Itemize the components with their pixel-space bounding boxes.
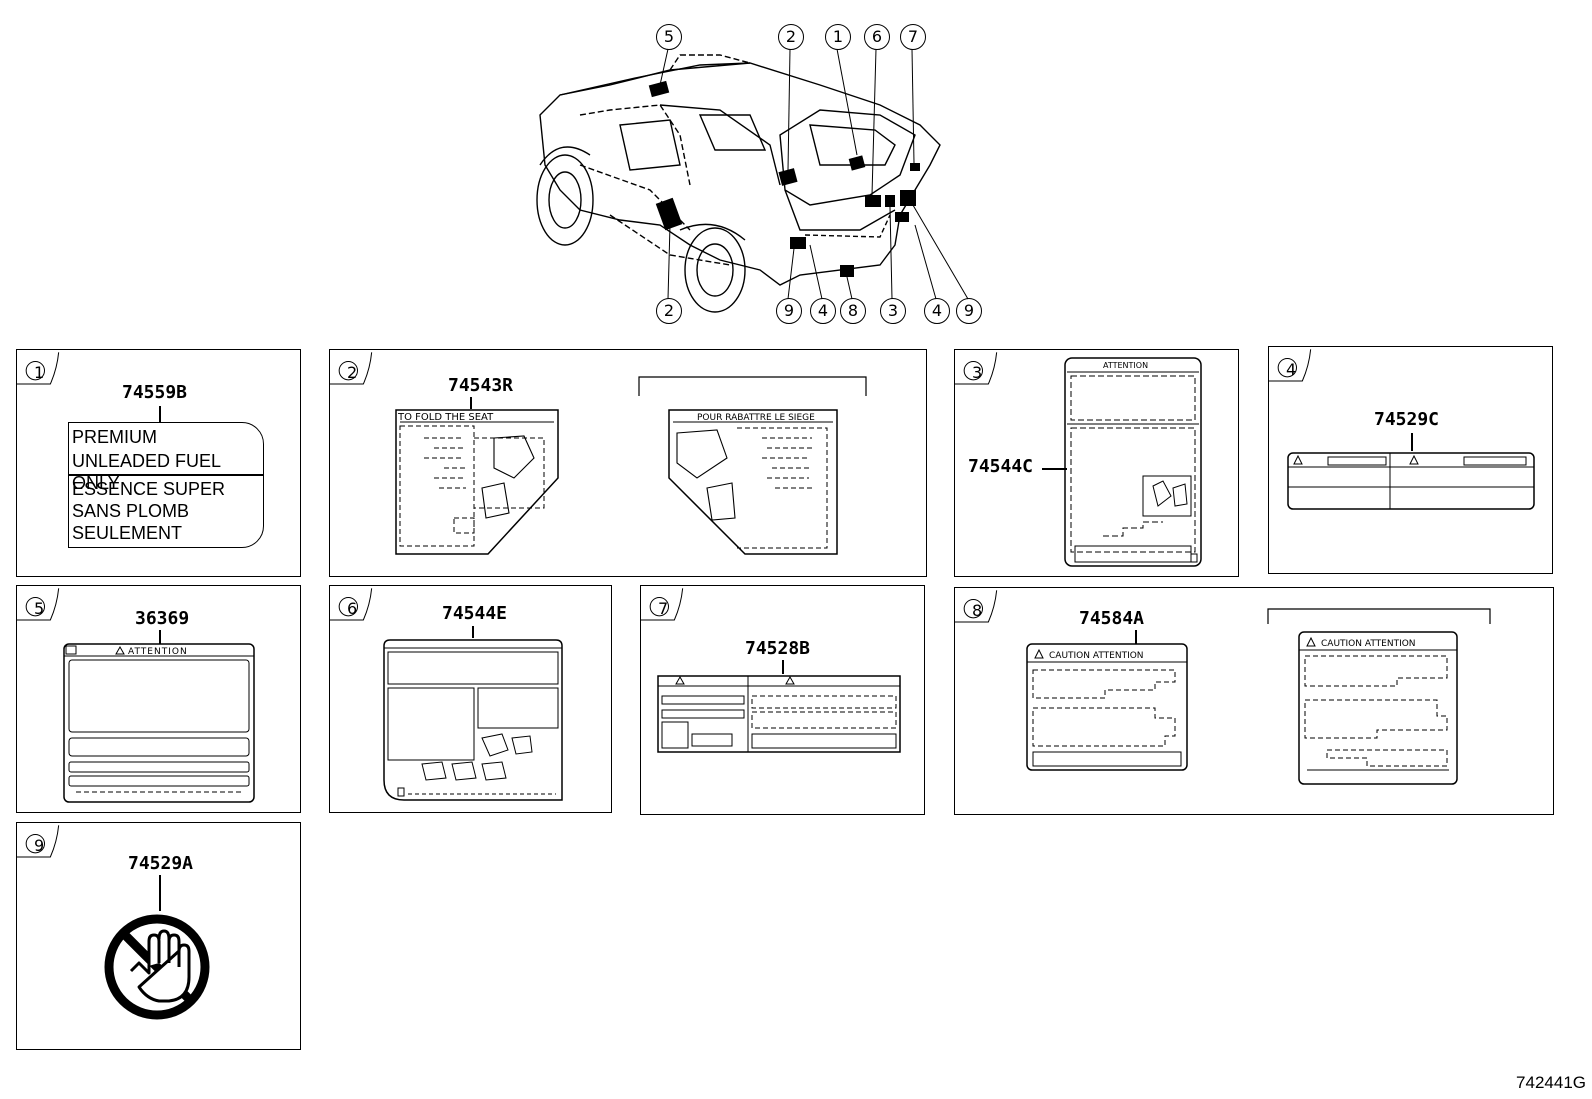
label-line: SANS PLOMB	[72, 501, 190, 521]
callout-top-4: 6	[864, 24, 890, 50]
panel-number: 9	[34, 836, 45, 855]
part-number: 74559B	[122, 382, 188, 403]
callout-bottom-5: 3	[880, 298, 906, 324]
part-number: 74529C	[1374, 409, 1440, 430]
warning-label	[1287, 452, 1535, 510]
panel-number: 6	[347, 599, 358, 618]
label-line: ESSENCE SUPER	[72, 479, 226, 499]
seat-fold-label-left: TO FOLD THE SEAT	[395, 409, 559, 555]
panel-tab	[955, 590, 998, 623]
callout-bottom-2: 9	[776, 298, 802, 324]
panel-number: 1	[34, 363, 45, 382]
panel-tab	[641, 588, 684, 621]
attention-label: ATTENTION	[63, 643, 255, 803]
panel-5: 5 36369 ATTENTION	[16, 585, 301, 813]
panel-number: 3	[972, 363, 983, 382]
panel-tab	[1269, 349, 1312, 382]
label-line: UNLEADED FUEL ONLY	[72, 451, 221, 493]
callout-bottom-1: 2	[656, 298, 682, 324]
panel-tab	[17, 825, 60, 858]
callout-top-1: 5	[656, 24, 682, 50]
leader-line	[782, 660, 784, 674]
diagram-code: 742441G	[1516, 1073, 1586, 1092]
panel-number: 8	[972, 601, 983, 620]
caution-label-left: CAUTION ATTENTION	[1026, 643, 1188, 771]
no-hand-icon	[104, 914, 210, 1020]
bracket	[638, 376, 867, 396]
panel-number: 7	[658, 599, 669, 618]
leader-line	[159, 875, 161, 911]
callout-bottom-7: 9	[956, 298, 982, 324]
leader-line	[472, 626, 474, 638]
panel-1: 1 74559B PREMIUM UNLEADED FUEL ONLY ESSE…	[16, 349, 301, 577]
bracket	[1267, 608, 1491, 624]
svg-text:ATTENTION: ATTENTION	[1103, 361, 1148, 370]
panel-4: 4 74529C	[1268, 346, 1553, 574]
panel-tab	[955, 352, 998, 385]
part-number: 74584A	[1079, 608, 1145, 629]
leader-line	[1135, 630, 1137, 644]
part-number: 74544C	[968, 456, 1034, 477]
svg-text:CAUTION ATTENTION: CAUTION ATTENTION	[1321, 639, 1416, 649]
part-number: 74543R	[448, 375, 514, 396]
leader-line	[159, 630, 161, 644]
part-number: 36369	[135, 608, 190, 629]
panel-3: 3 74544C ATTENTION	[954, 349, 1239, 577]
part-number: 74544E	[442, 603, 508, 624]
callout-bottom-3: 4	[810, 298, 836, 324]
part-number: 74529A	[128, 853, 194, 874]
leader-line	[1411, 433, 1413, 451]
panel-number: 4	[1286, 360, 1297, 379]
svg-text:ATTENTION: ATTENTION	[128, 647, 188, 657]
leader-line	[159, 406, 161, 422]
divider	[69, 474, 263, 476]
callout-bottom-4: 8	[840, 298, 866, 324]
callout-top-5: 7	[900, 24, 926, 50]
callout-bottom-6: 4	[924, 298, 950, 324]
callout-top-2: 2	[778, 24, 804, 50]
label-line: SEULEMENT	[72, 523, 183, 543]
panel-6: 6 74544E	[329, 585, 612, 813]
panel-9: 9 74529A	[16, 822, 301, 1050]
svg-text:CAUTION ATTENTION: CAUTION ATTENTION	[1049, 651, 1144, 661]
info-label	[383, 639, 563, 801]
panel-number: 5	[34, 599, 45, 618]
panel-tab	[17, 352, 60, 385]
panel-8: 8 74584A CAUTION ATTENTION CAUTION ATTEN…	[954, 587, 1554, 815]
fuel-label: PREMIUM UNLEADED FUEL ONLY ESSENCE SUPER…	[68, 422, 264, 548]
seat-fold-label-right: POUR RABATTRE LE SIEGE	[668, 409, 838, 555]
caution-label-right: CAUTION ATTENTION	[1298, 631, 1458, 785]
panel-2: 2 74543R TO FOLD THE SEAT POUR RABATTRE …	[329, 349, 927, 577]
panel-tab	[330, 352, 373, 385]
attention-label: ATTENTION	[1064, 357, 1202, 567]
warning-label	[657, 675, 901, 753]
part-number: 74528B	[745, 638, 811, 659]
panel-number: 2	[347, 363, 358, 382]
panel-tab	[330, 588, 373, 621]
svg-text:POUR RABATTRE LE SIEGE: POUR RABATTRE LE SIEGE	[697, 413, 815, 423]
vehicle-illustration	[536, 48, 969, 313]
callout-top-3: 1	[825, 24, 851, 50]
panel-tab	[17, 588, 60, 621]
label-line: PREMIUM	[72, 427, 157, 447]
leader-line	[470, 397, 472, 409]
svg-text:TO FOLD THE SEAT: TO FOLD THE SEAT	[397, 412, 494, 423]
panel-7: 7 74528B	[640, 585, 925, 815]
leader-line	[1042, 468, 1067, 470]
